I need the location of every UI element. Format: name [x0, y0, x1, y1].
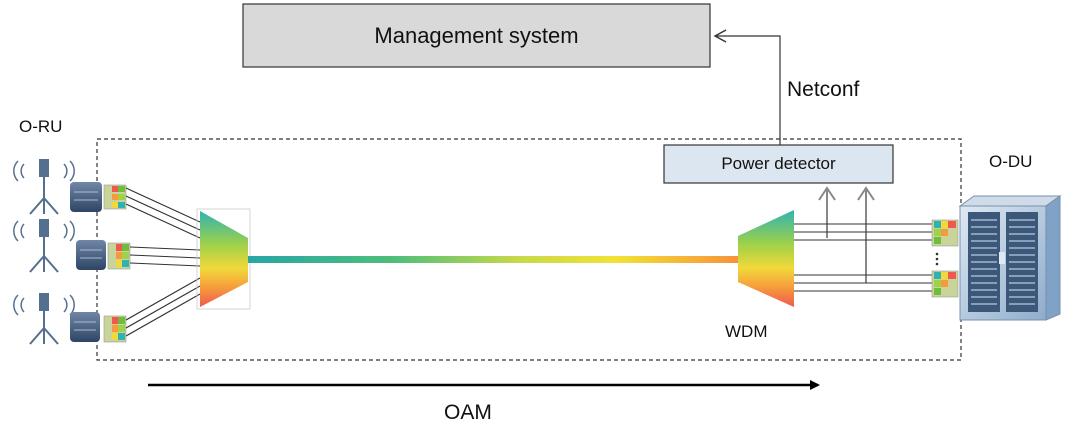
o-du-label: O-DU — [989, 152, 1033, 171]
o-ru-unit-2 — [13, 219, 131, 273]
wdm-multiplexer-icon — [196, 208, 251, 310]
du-fibers — [794, 223, 933, 292]
transceiver-port — [103, 184, 127, 210]
wdm-label: WDM — [725, 322, 768, 341]
transceiver-port — [107, 242, 131, 270]
power-detector-label: Power detector — [721, 154, 836, 173]
power-detector-box — [663, 144, 894, 184]
o-ru-unit-1 — [13, 159, 127, 215]
management-system-box — [242, 3, 711, 68]
trunk-fiber — [248, 256, 738, 263]
tap-arrows — [818, 186, 875, 283]
radio-unit-icon — [76, 240, 106, 270]
antenna-icon — [13, 293, 75, 345]
radio-unit-icon — [70, 312, 100, 342]
o-ru-unit-3 — [13, 293, 127, 345]
radio-unit-icon — [70, 182, 102, 212]
oam-label: OAM — [444, 401, 492, 424]
o-ru-label: O-RU — [19, 117, 63, 136]
server-rack-icon — [958, 195, 1062, 321]
wdm-multiplexer-icon — [738, 210, 794, 307]
antenna-icon — [13, 159, 75, 215]
transceiver-port — [103, 315, 127, 343]
netconf-arrow — [713, 29, 781, 145]
management-system-label: Management system — [374, 22, 579, 48]
antenna-icon — [13, 219, 75, 273]
netconf-label: Netconf — [787, 78, 860, 101]
ru-fibers — [125, 187, 201, 337]
transceiver-port — [931, 219, 959, 298]
